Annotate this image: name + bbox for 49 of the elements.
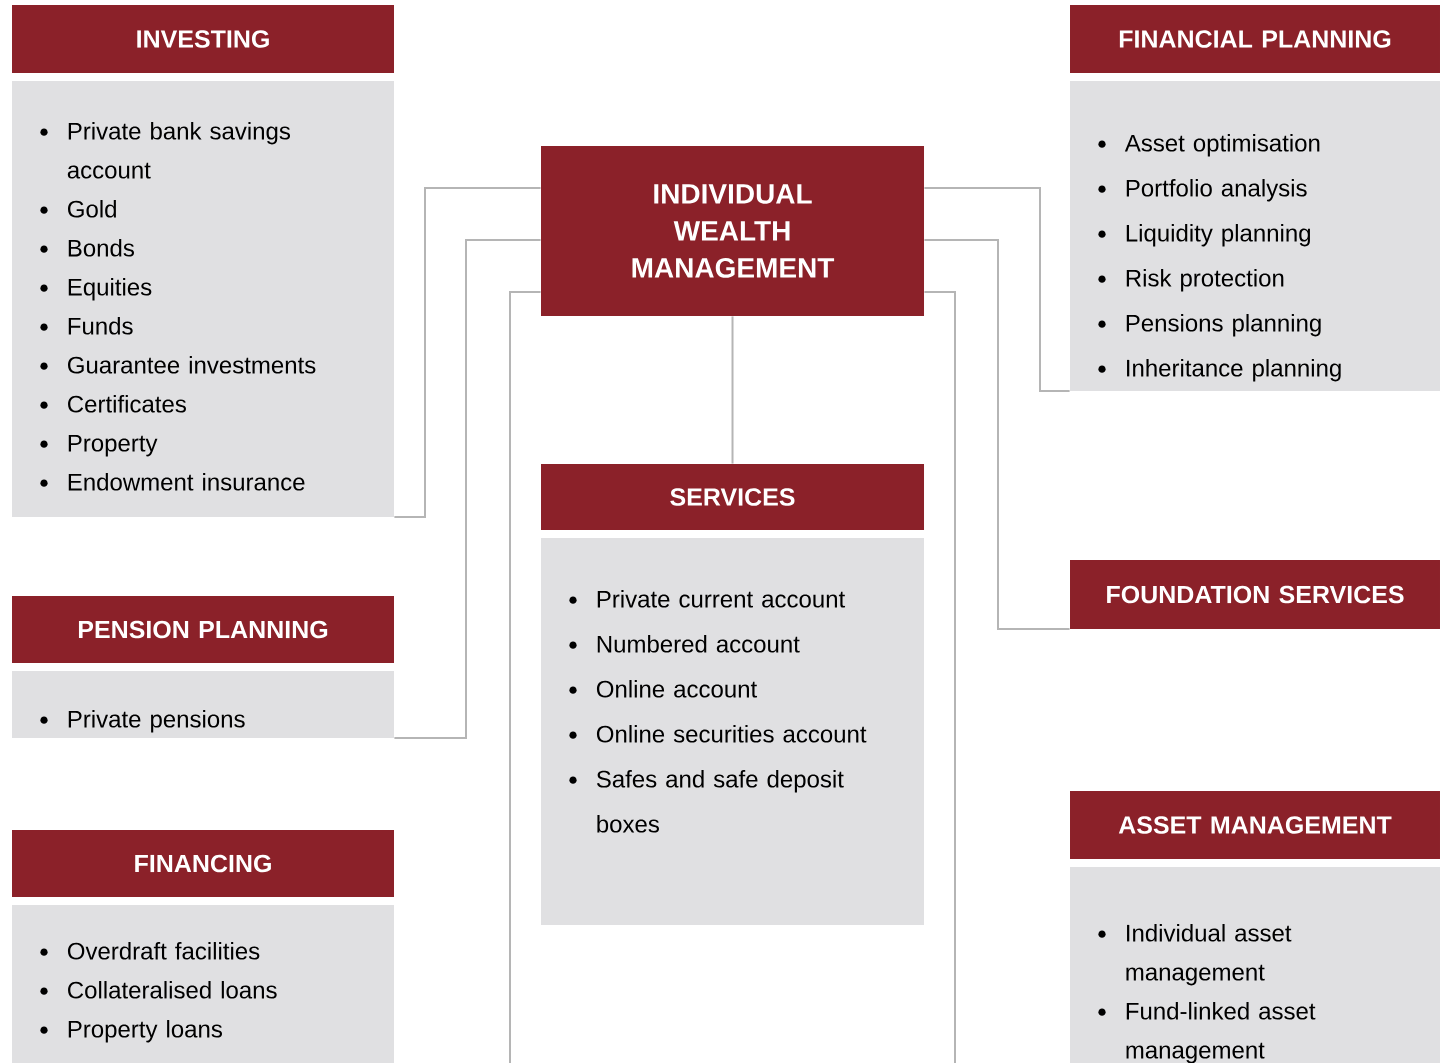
- panel: [1070, 791, 1440, 1063]
- node-label: Liquidity planning: [1126, 224, 1311, 247]
- heading: ASSET MANAGEMENT: [1118, 816, 1392, 834]
- node-label: Funds: [68, 317, 133, 335]
- connector-line: [923, 187, 1071, 392]
- node-label: Inheritance planning: [1127, 359, 1341, 382]
- node-label: Online account: [596, 680, 758, 698]
- bullet-list: Private pensions: [40, 710, 245, 733]
- node-label: Private current account: [597, 590, 846, 608]
- connector-line: [393, 239, 542, 739]
- bullet-list: Individual asset management Fund-linked asset management: [1098, 924, 1316, 1063]
- panel: [541, 464, 924, 925]
- node-label: Portfolio analysis: [1126, 179, 1307, 202]
- panel: [541, 146, 924, 316]
- panel: [12, 596, 394, 738]
- heading: FOUNDATION SERVICES: [1107, 585, 1404, 604]
- panel: [1070, 5, 1440, 391]
- heading: INDIVIDUAL WEALTH MANAGEMENT: [632, 184, 835, 278]
- node-label: Online securities account: [596, 725, 867, 743]
- heading: INVESTING: [137, 30, 269, 48]
- node-label: Pensions planning: [1126, 314, 1321, 337]
- node-label: Guarantee investments: [68, 356, 316, 374]
- bullet-list: Private bank savings account Gold Bonds Equities Funds Guarantee investments Certificates Property Endowment insurance: [40, 122, 316, 491]
- connector-line: [731, 315, 734, 465]
- connector-line: [509, 291, 542, 1063]
- node-label: Endowment insurance: [68, 473, 305, 491]
- bullet-list: Private current account Numbered account Online account Online securities account Safes and safe deposit boxes: [569, 590, 867, 833]
- panel: [1070, 560, 1440, 629]
- connector-line: [923, 239, 1071, 630]
- bullet-list: Asset optimisation Portfolio analysis Liquidity planning Risk protection Pensions planning Inheritance planning: [1098, 134, 1341, 382]
- panel: [12, 5, 394, 517]
- bullet-list: Overdraft facilities Collateralised loans Property loans: [40, 942, 277, 1043]
- node-label: Risk protection: [1126, 269, 1284, 292]
- heading: SERVICES: [670, 488, 795, 506]
- node-label: Safes and safe deposit boxes: [596, 770, 844, 833]
- node-label: Private bank savings account: [67, 122, 290, 179]
- node-label: Gold: [68, 200, 116, 218]
- node-label: Certificates: [68, 395, 186, 413]
- node-label: Property: [68, 434, 158, 457]
- connector-line: [393, 187, 542, 518]
- connector-line: [923, 291, 956, 1063]
- heading: FINANCIAL PLANNING: [1119, 30, 1391, 48]
- node-label: Asset optimisation: [1124, 134, 1320, 157]
- panel: [12, 830, 394, 1063]
- node-label: Numbered account: [597, 635, 800, 653]
- node-label: Bonds: [68, 239, 134, 257]
- heading: FINANCING: [135, 854, 271, 873]
- node-label: Equities: [68, 278, 152, 301]
- heading: PENSION PLANNING: [78, 620, 328, 639]
